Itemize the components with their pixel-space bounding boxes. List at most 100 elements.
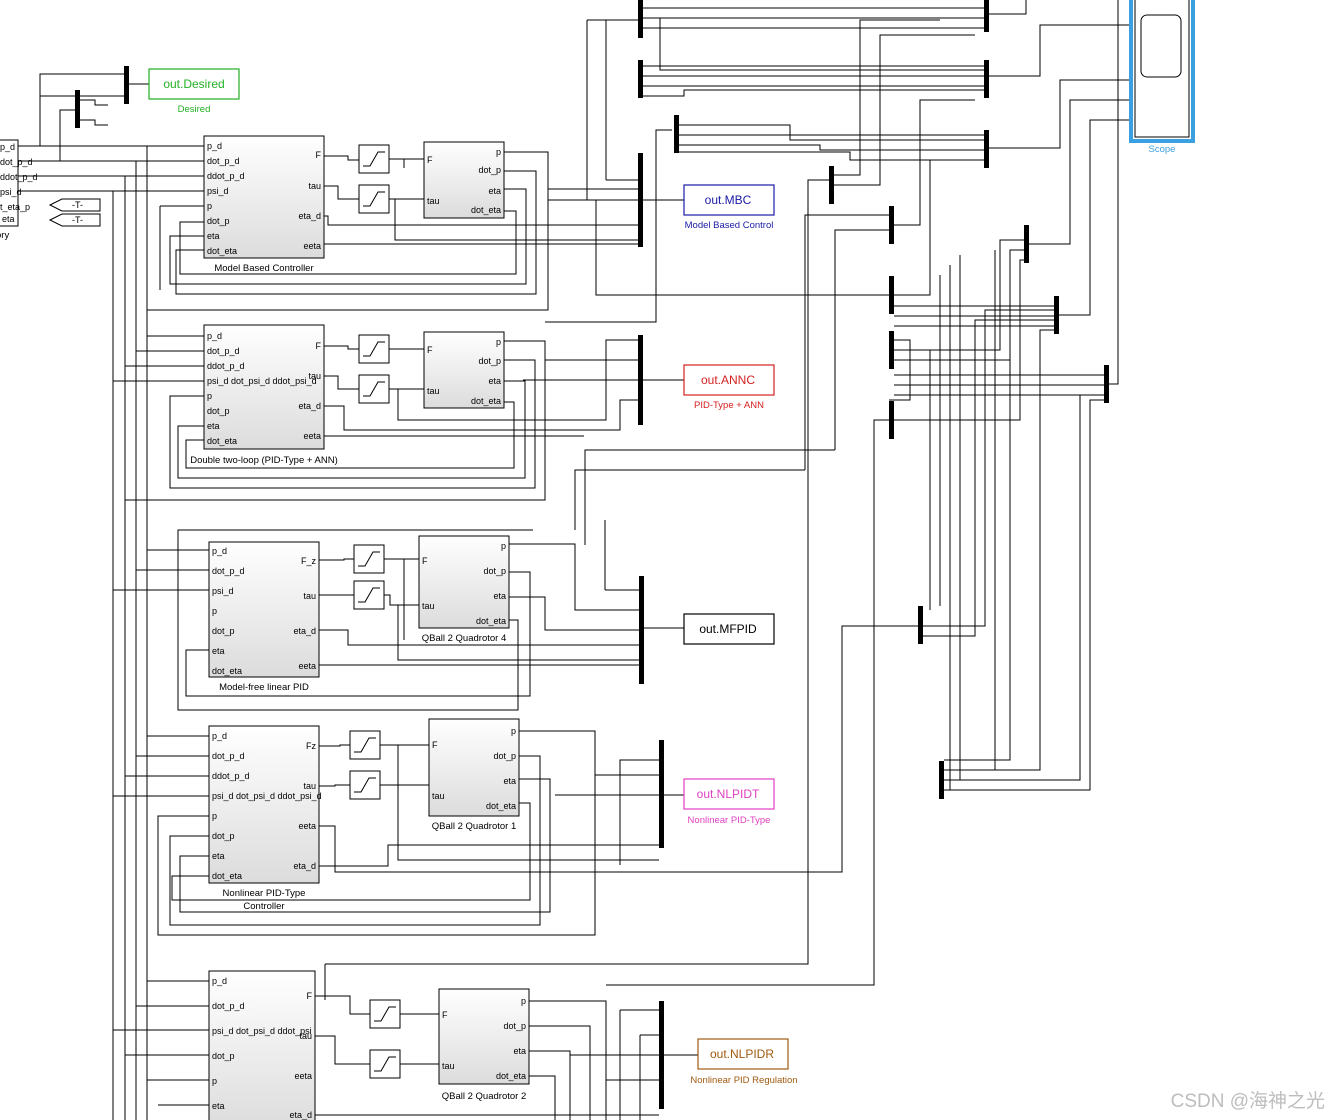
- annc-saturation-2[interactable]: [358, 374, 390, 404]
- nlpidr-in-4: p: [212, 1076, 217, 1086]
- nlpidt-plant[interactable]: F tau p dot_p eta dot_eta QBall 2 Quadro…: [428, 718, 520, 832]
- mbc-plant-in-1: F: [427, 155, 433, 165]
- scope-block[interactable]: Scope: [1129, 0, 1195, 155]
- nlpidt-out-1: Fz: [306, 741, 316, 751]
- mbc-saturation-1[interactable]: [358, 144, 390, 174]
- nlpidr-saturation-1[interactable]: [369, 999, 401, 1029]
- out-mfpid-label: out.MFPID: [699, 622, 757, 636]
- mid-mux-5[interactable]: [889, 401, 894, 439]
- mbc-in-4: psi_d: [207, 186, 229, 196]
- nlpidt-in-3: ddot_p_d: [212, 771, 250, 781]
- nlpidt-saturation-2[interactable]: [349, 770, 381, 800]
- nlpidt-out-4: eta_d: [293, 861, 316, 871]
- mid-mux-3[interactable]: [889, 276, 894, 314]
- nlpidr-out-4: eta_d: [289, 1110, 312, 1120]
- nlpidt-mux[interactable]: [659, 740, 664, 848]
- right-mux-1[interactable]: [1024, 225, 1029, 263]
- mfpid-plant[interactable]: F tau p dot_p eta dot_eta QBall 2 Quadro…: [418, 535, 510, 644]
- annc-out-2: tau: [308, 371, 321, 381]
- mfpid-mux[interactable]: [639, 576, 644, 684]
- nlpidt-in-8: dot_eta: [212, 871, 242, 881]
- right-mux-2[interactable]: [1054, 296, 1059, 334]
- scope-mux-3[interactable]: [984, 130, 989, 168]
- mfpid-in-7: dot_eta: [212, 666, 242, 676]
- nlpidr-plant-out-4: dot_eta: [496, 1071, 526, 1081]
- lower-mux-1[interactable]: [918, 606, 923, 644]
- out-mbc-box[interactable]: [683, 184, 775, 216]
- out-nlpidr-block[interactable]: out.NLPIDR Nonlinear PID Regulation: [690, 1038, 798, 1086]
- nlpidr-out-3: eeta: [294, 1071, 312, 1081]
- desired-demux[interactable]: [75, 90, 80, 128]
- mfpid-plant-title: QBall 2 Quadrotor 4: [422, 633, 507, 644]
- trajectory-block[interactable]: p_d dot_p_d ddot_p_d psi_d dot_eta_p eta…: [0, 139, 38, 241]
- nlpidr-out-2: tau: [299, 1031, 312, 1041]
- mbc-in-7: eta: [207, 231, 220, 241]
- nlpidr-in-1: p_d: [212, 976, 227, 986]
- mbc-in-2: dot_p_d: [207, 156, 240, 166]
- scope-caption: Scope: [1149, 144, 1176, 155]
- mfpid-saturation-2[interactable]: [353, 580, 385, 610]
- mbc-mux[interactable]: [638, 153, 643, 247]
- mbc-controller[interactable]: p_d dot_p_d ddot_p_d psi_d p dot_p eta d…: [203, 135, 325, 274]
- nlpidr-plant-out-1: p: [521, 996, 526, 1006]
- annc-mux[interactable]: [638, 335, 643, 425]
- mbc-saturation-2[interactable]: [358, 184, 390, 214]
- out-mfpid-box[interactable]: [683, 613, 775, 645]
- mid-mux-4[interactable]: [889, 331, 894, 369]
- out-mbc-block[interactable]: out.MBC Model Based Control: [683, 184, 775, 231]
- mbc-plant-out-2: dot_p: [478, 165, 501, 175]
- annc-plant[interactable]: F tau p dot_p eta dot_eta: [423, 331, 505, 409]
- desired-mux[interactable]: [124, 66, 129, 104]
- nlpidr-wires: [113, 210, 875, 1120]
- lower-mux-2[interactable]: [939, 761, 944, 799]
- mfpid-controller[interactable]: p_d dot_p_d psi_d p dot_p eta dot_eta F_…: [208, 541, 320, 693]
- out-annc-box[interactable]: [683, 364, 775, 396]
- scope-mux-2[interactable]: [984, 60, 989, 98]
- out-mbc-caption: Model Based Control: [685, 220, 774, 231]
- out-mbc-label: out.MBC: [705, 193, 752, 207]
- annc-plant-in-1: F: [427, 345, 433, 355]
- out-mfpid-block[interactable]: out.MFPID: [683, 613, 775, 645]
- goto-tag-2-label: -T-: [72, 215, 83, 225]
- out-desired-box[interactable]: [148, 68, 240, 100]
- annc-in-2: dot_p_d: [207, 346, 240, 356]
- right-mux-3[interactable]: [1104, 365, 1109, 403]
- nlpidt-in-5: p: [212, 811, 217, 821]
- mfpid-in-1: p_d: [212, 546, 227, 556]
- nlpidt-in-6: dot_p: [212, 831, 235, 841]
- mbc-plant-out-1: p: [496, 147, 501, 157]
- goto-tag-1[interactable]: -T-: [48, 198, 101, 212]
- mbc-plant-out-4: dot_eta: [471, 205, 501, 215]
- nlpidt-controller[interactable]: p_d dot_p_d ddot_p_d psi_d dot_psi_d ddo…: [208, 725, 322, 912]
- top-mux-2[interactable]: [638, 60, 643, 98]
- annc-saturation-1[interactable]: [358, 334, 390, 364]
- top-mux-1[interactable]: [638, 0, 643, 38]
- mbc-in-6: dot_p: [207, 216, 230, 226]
- annc-wires: [113, 129, 684, 501]
- annc-plant-out-3: eta: [488, 376, 501, 386]
- upper-mux-stack: [638, 0, 1109, 799]
- nlpidt-saturation-1[interactable]: [349, 730, 381, 760]
- nlpidt-title-1: Nonlinear PID-Type: [223, 888, 306, 899]
- top-mux-3[interactable]: [674, 115, 679, 153]
- nlpidr-controller[interactable]: p_d dot_p_d psi_d dot_psi_d ddot_psi p d…: [208, 970, 316, 1120]
- mfpid-out-3: eta_d: [293, 626, 316, 636]
- mbc-plant[interactable]: F tau p dot_p eta dot_eta: [423, 141, 505, 219]
- mid-mux-1[interactable]: [829, 166, 834, 204]
- out-annc-block[interactable]: out.ANNC PID-Type + ANN: [683, 364, 775, 411]
- out-nlpidr-box[interactable]: [697, 1038, 789, 1070]
- goto-tag-2[interactable]: -T-: [48, 213, 101, 227]
- scope-mux-1[interactable]: [984, 0, 989, 32]
- nlpidr-saturation-2[interactable]: [369, 1049, 401, 1079]
- mbc-title: Model Based Controller: [214, 263, 313, 274]
- out-nlpidt-block[interactable]: out.NLPIDT Nonlinear PID-Type: [683, 778, 775, 826]
- nlpidr-plant[interactable]: F tau p dot_p eta dot_eta QBall 2 Quadro…: [438, 988, 530, 1102]
- mid-mux-2[interactable]: [889, 206, 894, 244]
- mfpid-out-2: tau: [303, 591, 316, 601]
- out-nlpidt-box[interactable]: [683, 778, 775, 810]
- annc-controller[interactable]: p_d dot_p_d ddot_p_d psi_d dot_psi_d ddo…: [190, 324, 338, 466]
- out-desired-block[interactable]: out.Desired Desired: [148, 68, 240, 115]
- nlpidr-mux[interactable]: [659, 1001, 664, 1109]
- mfpid-saturation-1[interactable]: [353, 544, 385, 574]
